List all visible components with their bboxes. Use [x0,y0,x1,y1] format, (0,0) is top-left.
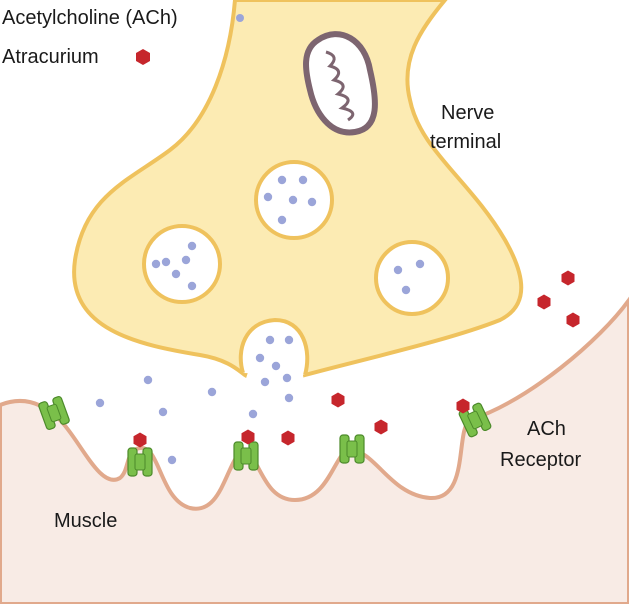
ach-molecule [171,269,181,279]
ach-molecule [284,335,294,345]
legend-atracurium-hexagon [136,49,150,65]
ach-molecule [187,241,197,251]
ach-receptors [38,395,492,477]
mitochondrion [303,31,378,136]
nerve-terminal-label-line1: Nerve [441,102,495,124]
atracurium-molecule [374,419,388,435]
ach-molecule [271,361,281,371]
ach-molecule [207,387,217,397]
ach-receptor [127,447,153,477]
ach-molecule [161,257,171,267]
ach-molecule [263,192,273,202]
ach-receptor [38,395,70,431]
ach-molecule [288,195,298,205]
ach-molecule [401,285,411,295]
atracurium-molecule [456,398,470,414]
atracurium-molecule [133,432,147,448]
ach-molecule [95,398,105,408]
ach-molecule [277,175,287,185]
ach-molecule [415,259,425,269]
ach-molecule [255,353,265,363]
ach-receptor [339,434,365,464]
ach-molecule [187,281,197,291]
ach-molecule [277,215,287,225]
ach-molecule [265,335,275,345]
ach-molecule [143,375,153,385]
vesicle [142,224,222,304]
ach-molecule [284,393,294,403]
ach-receptor-label-line1: ACh [527,418,566,440]
vesicle [374,240,450,316]
ach-molecule [181,255,191,265]
ach-receptor [458,402,492,438]
legend-atracurium-label: Atracurium [2,46,99,68]
ach-molecules [95,175,425,465]
ach-molecule [393,265,403,275]
atracurium-molecule [566,312,580,328]
atracurium-molecules [133,270,580,448]
atracurium-molecule [281,430,295,446]
nerve-terminal-label-line2: terminal [430,131,502,153]
legend-ach-dot [236,14,244,22]
ach-molecule [282,373,292,383]
ach-molecule [260,377,270,387]
ach-molecule [151,259,161,269]
muscle-label: Muscle [54,510,118,532]
ach-molecule [298,175,308,185]
atracurium-molecule [331,392,345,408]
atracurium-molecule [241,429,255,445]
ach-molecule [248,409,258,419]
legend-ach-label: Acetylcholine (ACh) [2,7,178,29]
ach-receptor-label-line2: Receptor [500,449,582,471]
ach-receptor [233,441,259,471]
ach-molecule [158,407,168,417]
atracurium-molecule [561,270,575,286]
atracurium-molecule [537,294,551,310]
ach-molecule [167,455,177,465]
ach-molecule [307,197,317,207]
